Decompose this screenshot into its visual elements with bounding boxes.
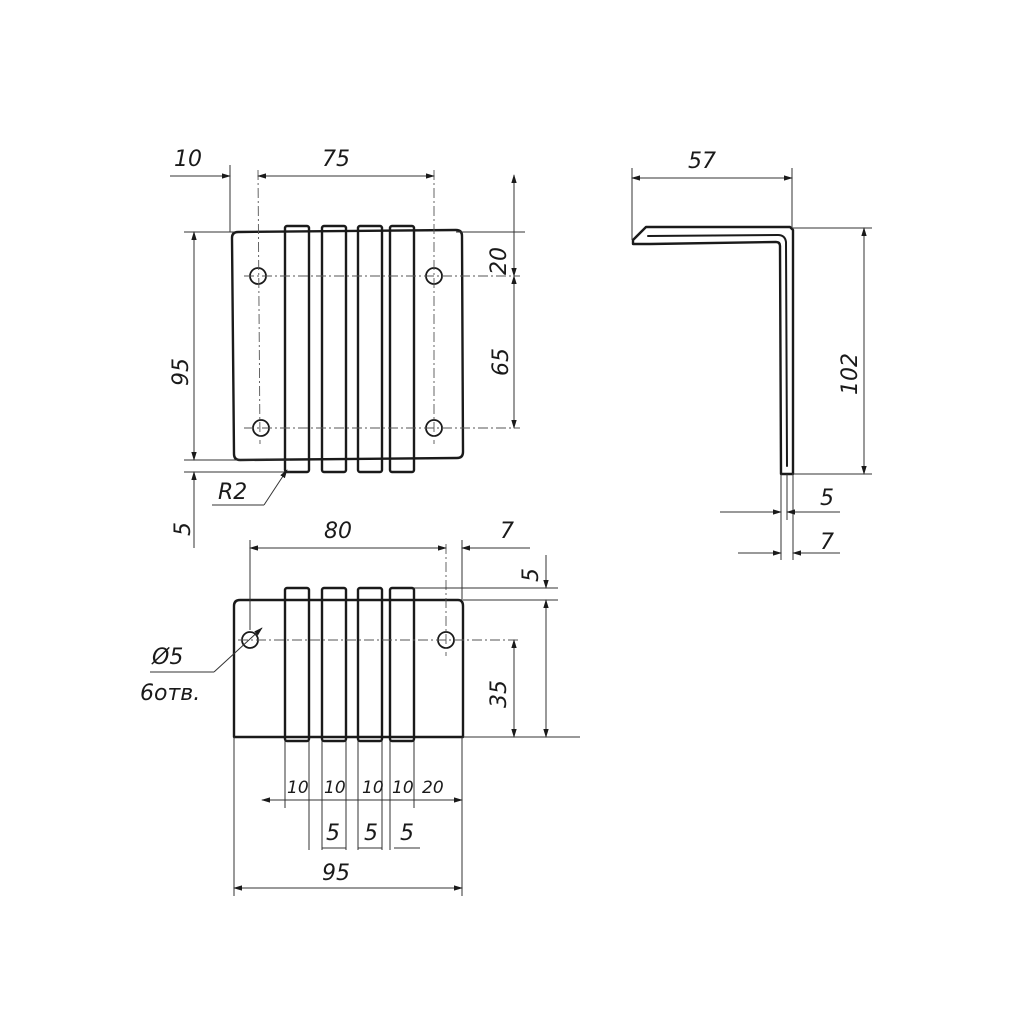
front-view: 10 75 20 65 95 5 R2: [169, 147, 525, 548]
rib-width-1: 10: [287, 778, 309, 798]
side-profile-outline: [631, 225, 795, 476]
dim-front-hole-spacing-x: 75: [322, 147, 350, 172]
dim-front-height: 95: [169, 358, 194, 386]
bottom-rib-3: [356, 586, 384, 743]
dim-bottom-gap-top: 5: [519, 568, 544, 582]
hole-leader-diag: [213, 627, 263, 673]
dim-front-hole-spacing-y: 65: [489, 348, 514, 376]
rib-width-3: 10: [362, 778, 384, 798]
front-plate-outline: [230, 228, 465, 462]
dim-bottom-hole-height: 35: [487, 680, 512, 708]
dim-bottom-offset-right: 7: [500, 519, 514, 544]
bottom-rib-4: [388, 586, 416, 743]
radius-leader-diag: [263, 469, 288, 506]
front-rib-1: [283, 224, 311, 474]
hole-diameter-label: Ø5: [151, 645, 183, 670]
dim-side-thickness-outer: 7: [820, 530, 834, 555]
gap-width-2: 5: [364, 821, 378, 846]
side-profile-inner: [647, 234, 788, 467]
front-rib-4: [388, 224, 416, 474]
dim-side-flange-length: 57: [688, 149, 716, 174]
dim-front-bottom: 5: [171, 522, 196, 536]
bottom-rib-1: [283, 586, 311, 743]
bottom-plate-outline: [232, 598, 465, 739]
dim-front-offset: 10: [174, 147, 202, 172]
dim-bottom-total-width: 95: [322, 861, 350, 886]
front-rib-2: [320, 224, 348, 474]
radius-label: R2: [218, 480, 247, 505]
bottom-view: 80 7 5 35 Ø5 6отв. 10 10 10 10 20: [140, 519, 580, 896]
gap-width-3: 5: [400, 821, 414, 846]
rib-width-4: 10: [392, 778, 414, 798]
dim-side-thickness-inner: 5: [820, 486, 834, 511]
bottom-rib-2: [320, 586, 348, 743]
gap-width-1: 5: [326, 821, 340, 846]
side-view: 57 102 5 7: [631, 149, 872, 560]
dim-side-height: 102: [838, 353, 863, 395]
rib-width-2: 10: [324, 778, 346, 798]
front-rib-3: [356, 224, 384, 474]
front-centerline-v1: [257, 169, 261, 445]
dim-bottom-width-top: 80: [324, 519, 352, 544]
rib-width-5: 20: [422, 778, 444, 798]
hole-count-label: 6отв.: [140, 681, 200, 706]
dim-front-top-to-hole: 20: [487, 247, 512, 275]
